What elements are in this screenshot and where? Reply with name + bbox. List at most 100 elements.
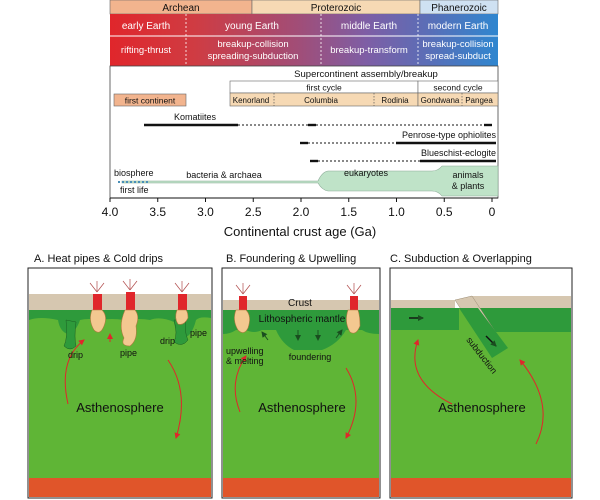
stage-early-earth: early Earth [122,21,170,32]
regime-breakup-collision-modern: breakup-collision [422,39,493,50]
biosphere-band [121,165,499,197]
panel-a-plume-1 [90,309,106,333]
panel-b-lithosphere-label: Lithospheric mantle [259,314,346,325]
sc-rodinia: Rodinia [381,96,409,105]
panel-a-flow-right [167,359,182,439]
panel-c-title: C. Subduction & Overlapping [390,253,532,265]
first-life-label: first life [120,185,149,195]
axis-tick-label: 1.5 [340,205,357,219]
sc-gondwana: Gondwana [421,96,460,105]
panel-b-arrow-upwell-2 [335,329,343,339]
panel-b-lithosphere [223,310,379,350]
panel-c-overriding-plate [478,308,571,332]
panel-b-crust [223,300,379,310]
axis-tick-label: 3.0 [197,205,214,219]
sc-kenorland: Kenorland [233,96,269,105]
eon-bar: Archean Proterozoic Phanerozoic [109,0,499,15]
panel-a-pipe-2 [126,292,135,310]
blueschist-label: Blueschist-eclogite [421,148,496,158]
panel-b: B. Foundering & Upwelling Crust Lithosph… [221,253,381,499]
panel-a: A. Heat pipes & Cold drips drip pipe dri… [27,253,213,499]
panel-b-flow-right [345,367,357,439]
panel-c-oceanic-plate [391,308,459,330]
panel-b-asthenosphere: Asthenosphere [258,400,345,415]
panel-a-mantle [29,310,211,478]
supercontinent-title: Supercontinent assembly/breakup [294,69,438,80]
panel-a-plume-3 [175,309,189,325]
eon-phanerozoic: Phanerozoic [431,3,487,14]
panel-a-eruption-rays [89,279,190,293]
stage-band: early Earth young Earth middle Earth mod… [110,14,498,66]
first-continent-box [113,93,187,107]
panel-c-continental-crust [455,296,571,308]
panel-b-plume-1 [234,309,250,333]
panel-a-drip-label-2: drip [160,336,175,346]
axis-tick-label: 3.5 [149,205,166,219]
panel-b-flow-left [234,355,247,413]
stage-gradient [110,14,498,66]
biosphere-label: biosphere [114,168,154,178]
stage-modern-earth: modern Earth [428,21,489,32]
plants-label: & plants [452,181,485,191]
panel-a-pipe-label-1: pipe [120,348,137,358]
panel-c-asthenosphere: Asthenosphere [438,400,525,415]
eukaryotes-label: eukaryotes [344,168,389,178]
second-cycle-supercontinents [417,92,499,107]
panel-b-upwelling-label: upwelling [226,346,264,356]
second-cycle-label: second cycle [433,83,482,93]
axis-tick-label: 0.5 [436,205,453,219]
first-continent-label: first continent [125,96,176,106]
regime-rifting-thrust: rifting-thrust [121,45,172,56]
stage-middle-earth: middle Earth [341,21,397,32]
biosphere-section: biosphere first life bacteria & archaea … [114,165,499,197]
axis-tick-label: 1.0 [388,205,405,219]
regime-spread-subduct: spread-subduct [425,51,491,62]
first-cycle-label: first cycle [306,83,342,93]
panel-b-plume-2 [346,309,361,334]
panel-a-drip-right [173,319,189,345]
axis-tick-label: 2.0 [293,205,310,219]
panel-c-flow-left [413,339,453,405]
panel-a-drip-left [63,319,77,350]
panel-c-core [391,478,571,497]
panel-b-pipe-1 [239,296,247,310]
regime-breakup-transform: breakup-transform [330,45,408,56]
panel-b-melting-label: & melting [226,356,264,366]
panel-b-eruption-rays [235,283,362,295]
panel-a-crust [29,294,211,310]
panel-a-pipe-label-2: pipe [190,328,207,338]
panel-c-flow-right [519,359,544,445]
panel-a-lid [29,310,211,338]
panel-a-pipe-1 [93,294,102,310]
eon-archean: Archean [162,3,199,14]
ophiolites-label: Penrose-type ophiolites [402,130,497,140]
axis-title: Continental crust age (Ga) [224,224,376,239]
panel-b-crust-label: Crust [288,298,312,309]
animals-label: animals [452,170,484,180]
panel-c: C. Subduction & Overlapping subduction A… [389,253,573,499]
bacteria-label: bacteria & archaea [186,170,262,180]
panel-a-flow-left [64,339,85,405]
axis-tick-label: 4.0 [102,205,119,219]
komatiites-label: Komatiites [174,112,217,122]
panel-b-title: B. Foundering & Upwelling [226,253,356,265]
panel-b-core [223,478,379,497]
panel-a-title: A. Heat pipes & Cold drips [34,253,164,265]
panel-c-oceanic-crust [391,300,455,308]
geologic-records: Komatiites Penrose-type ophiolites Blues… [144,112,497,163]
panel-a-drip-label-1: drip [68,350,83,360]
sc-pangea: Pangea [465,96,493,105]
panel-a-plume-2 [120,309,139,347]
panel-a-pipe-3 [178,294,187,310]
axis-tick-label: 0 [489,205,496,219]
stage-young-earth: young Earth [225,21,279,32]
panel-b-arrow-upwell [261,331,269,341]
panel-a-asthenosphere: Asthenosphere [76,400,163,415]
panel-a-core [29,478,211,497]
regime-spreading-subduction: spreading-subduction [208,51,299,62]
sc-columbia: Columbia [304,96,338,105]
panel-b-pipe-2 [350,296,358,310]
eon-proterozoic: Proterozoic [311,3,362,14]
